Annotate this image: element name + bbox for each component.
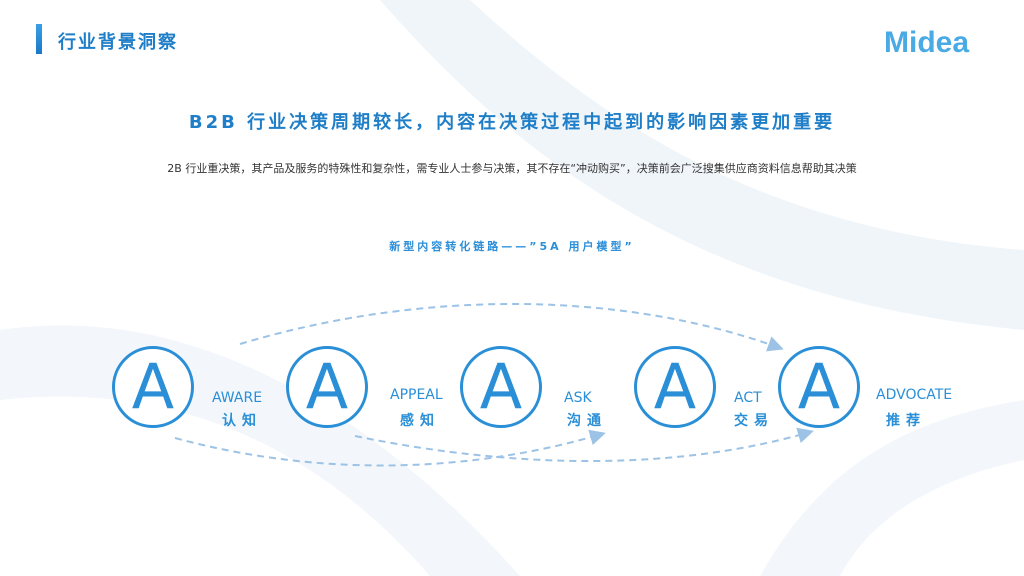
stage-cn-label: 交易 — [734, 413, 774, 429]
stage-en-label: ACT — [734, 390, 762, 406]
section-title: 行业背景洞察 — [58, 32, 178, 53]
header-accent-bar — [36, 24, 42, 54]
headline: B2B 行业决策周期较长，内容在决策过程中起到的影响因素更加重要 — [188, 112, 836, 133]
model-title: 新型内容转化链路——”5A 用户模型” — [389, 240, 635, 253]
stage-cn-label: 认知 — [222, 413, 262, 429]
stage-en-label: AWARE — [212, 390, 263, 406]
stage-circle: A — [286, 346, 368, 428]
stage-circle: A — [634, 346, 716, 428]
stage-circle: A — [112, 346, 194, 428]
arrow-top — [239, 303, 784, 352]
stage-circle: A — [460, 346, 542, 428]
arrow-bottom-1 — [174, 429, 606, 467]
stage-en-label: ASK — [564, 390, 592, 406]
stage-en-label: ADVOCATE — [876, 387, 953, 403]
stage-cn-label: 沟通 — [567, 413, 607, 429]
stage-cn-label: 推荐 — [886, 413, 926, 429]
arrow-bottom-2 — [354, 427, 814, 462]
subheadline: 2B 行业重决策，其产品及服务的特殊性和复杂性，需专业人士参与决策，其不存在“冲… — [167, 162, 857, 175]
stage-cn-label: 感知 — [400, 413, 440, 429]
stage-en-label: APPEAL — [390, 387, 443, 403]
svg-text:Midea: Midea — [884, 26, 969, 59]
stage-circle: A — [778, 346, 860, 428]
midea-logo: Midea — [884, 26, 969, 59]
